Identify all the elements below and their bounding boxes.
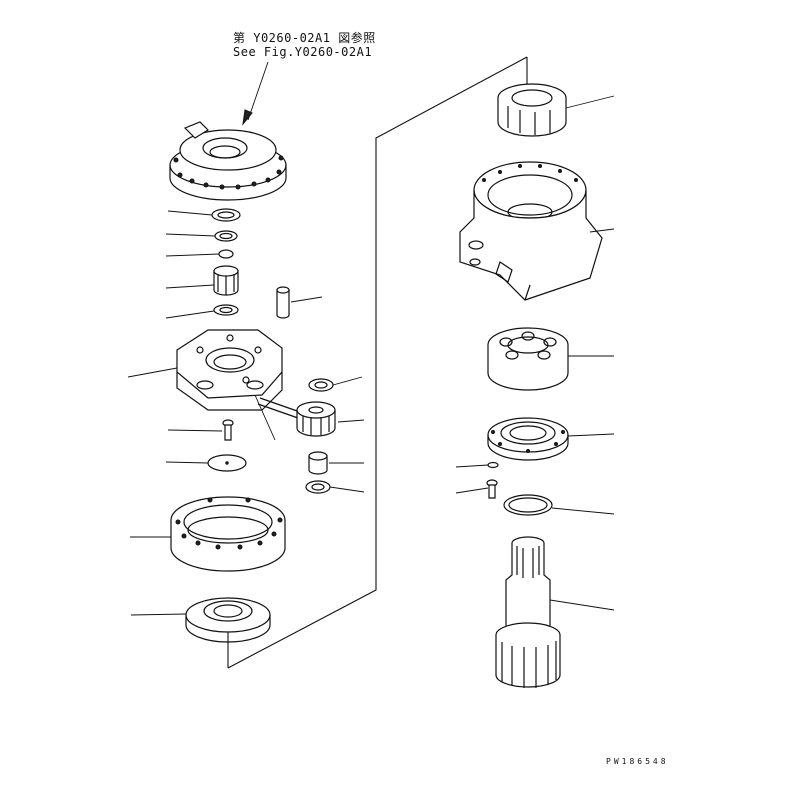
part-planet-carrier xyxy=(127,329,301,441)
part-bolt-2 xyxy=(455,479,498,499)
part-output-shaft xyxy=(495,536,615,688)
part-washer-right xyxy=(455,461,499,469)
part-seal-retainer xyxy=(487,417,615,461)
part-washer-1 xyxy=(167,208,241,222)
part-top-flange xyxy=(169,121,287,201)
part-washer-4 xyxy=(308,376,363,392)
part-bearing-roller-top xyxy=(497,83,615,137)
part-washer-3 xyxy=(165,304,239,319)
part-ring-gear xyxy=(130,496,286,572)
part-planet-gear-small xyxy=(165,265,239,296)
part-washer-2 xyxy=(165,230,238,242)
part-washer-5 xyxy=(305,480,365,494)
part-ring-small xyxy=(165,249,234,259)
part-pin xyxy=(276,286,323,319)
figure-code: PW186548 xyxy=(606,757,669,766)
part-sun-gear-carrier xyxy=(130,597,271,643)
part-bearing-roller-mid xyxy=(487,327,614,391)
flange-bolt-holes xyxy=(173,155,284,190)
ref-note-japanese: 第 Y0260-02A1 図参照 xyxy=(233,31,376,45)
part-thrust-plate xyxy=(165,454,247,472)
part-snap-ring xyxy=(503,494,615,516)
part-planet-gear xyxy=(296,401,365,437)
part-housing xyxy=(459,161,615,301)
part-needle-bearing xyxy=(308,451,364,475)
part-bolt-1 xyxy=(167,419,234,441)
ref-note-english: See Fig.Y0260-02A1 xyxy=(233,45,373,59)
reference-arrow xyxy=(242,61,269,126)
